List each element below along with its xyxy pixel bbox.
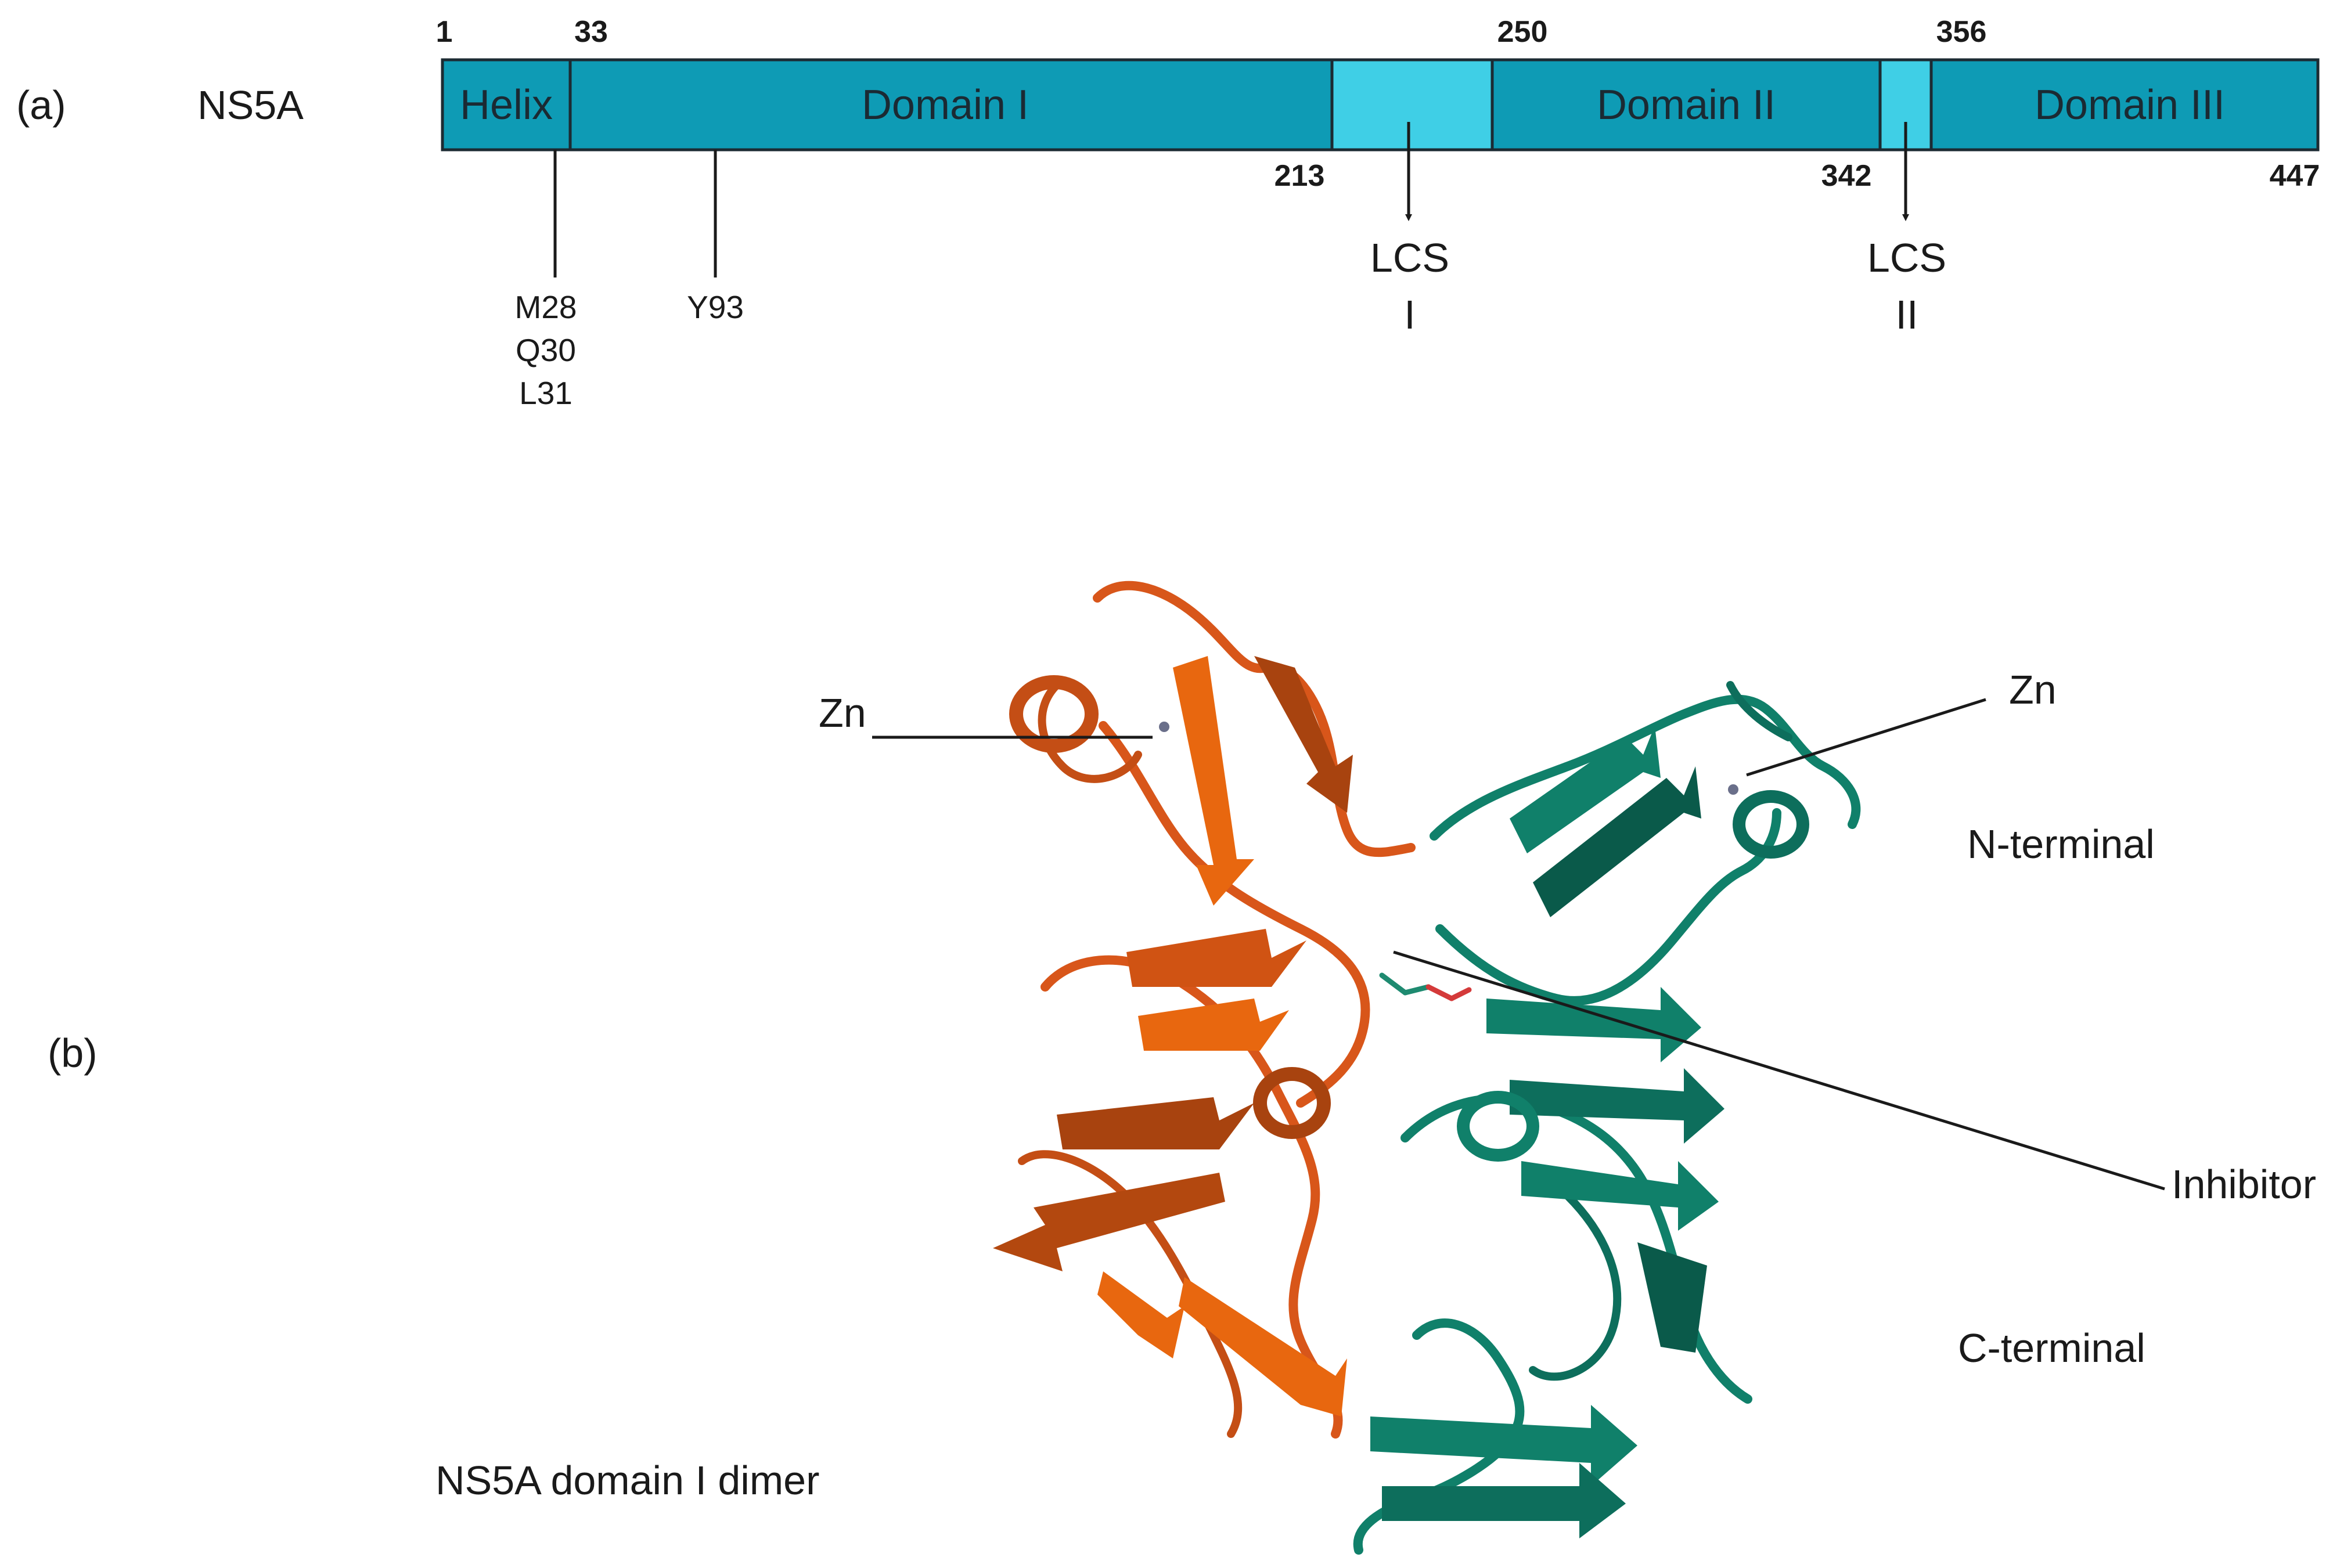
chain-b-strand-3 xyxy=(1486,987,1701,1062)
panel-b: (b) NS5A domain I dimer xyxy=(48,581,2316,1555)
chain-b-helix-1 xyxy=(1733,790,1809,859)
mutation-m28: M28 xyxy=(515,289,577,325)
chain-a-strand-3 xyxy=(1126,929,1306,987)
lcs-1-numeral: I xyxy=(1404,292,1415,337)
segment-domain-2 xyxy=(1490,58,1882,152)
inhibitor-molecule xyxy=(1379,972,1472,1001)
chain-b-strand-8 xyxy=(1637,1242,1707,1353)
mutation-y93: Y93 xyxy=(687,289,744,325)
mutation-q30: Q30 xyxy=(516,332,576,368)
n-terminal-label: N-terminal xyxy=(1967,821,2155,867)
zinc-atom-right xyxy=(1728,784,1738,795)
c-terminal-label: C-terminal xyxy=(1958,1325,2145,1371)
chain-a-strand-6 xyxy=(993,1173,1225,1271)
segment-label-domain-2: Domain II xyxy=(1597,82,1776,128)
position-bottom-342: 342 xyxy=(1821,159,1872,193)
segment-domain-3 xyxy=(1929,58,2320,152)
chain-a-helix-2 xyxy=(1253,1067,1331,1139)
chain-b-strand-1 xyxy=(1510,726,1661,853)
chain-b-coil-5 xyxy=(1529,1192,1622,1381)
panel-a: (a) NS5A Helix Domain I Domain II Domain… xyxy=(16,15,2320,411)
panel-a-label: (a) xyxy=(16,82,66,128)
position-top-1: 1 xyxy=(436,15,453,49)
chain-b-coil-1 xyxy=(1430,694,1861,841)
chain-a-strand-5 xyxy=(1057,1097,1254,1149)
lcs-2-label: LCS xyxy=(1867,235,1946,280)
chain-b-strands xyxy=(1370,726,1809,1538)
protein-name: NS5A xyxy=(197,82,304,128)
segment-label-domain-3: Domain III xyxy=(2035,82,2225,128)
chain-b-coil-3 xyxy=(1400,1094,1752,1404)
segment-helix xyxy=(441,58,572,152)
position-top-250: 250 xyxy=(1497,15,1548,49)
chain-a-coil-1 xyxy=(1093,581,1416,857)
lcs-2-numeral: II xyxy=(1896,292,1918,337)
chain-b-coil-2 xyxy=(1435,808,1781,1005)
chain-a-strand-7 xyxy=(1097,1271,1184,1358)
chain-a-strand-4 xyxy=(1138,999,1289,1051)
position-bottom-447: 447 xyxy=(2270,159,2320,193)
segment-domain-1 xyxy=(568,58,1334,152)
chain-a-strand-2 xyxy=(1254,656,1353,813)
chain-a-strand-1 xyxy=(1173,656,1254,906)
zn-right-label: Zn xyxy=(2009,667,2057,712)
mutation-l31: L31 xyxy=(519,375,573,411)
segment-label-helix: Helix xyxy=(460,82,553,128)
zn-left-label: Zn xyxy=(819,690,866,736)
zinc-atom-left xyxy=(1159,722,1169,732)
position-bottom-213: 213 xyxy=(1274,159,1325,193)
chain-a-strand-8 xyxy=(1179,1277,1347,1416)
chain-b-helix-2 xyxy=(1457,1091,1539,1162)
lcs-1-label: LCS xyxy=(1370,235,1449,280)
chain-a-helix-1 xyxy=(1009,675,1099,753)
position-top-356: 356 xyxy=(1936,15,1987,49)
inhibitor-label: Inhibitor xyxy=(2172,1162,2316,1207)
chain-b-strand-6 xyxy=(1370,1405,1637,1486)
chain-a-coil-5 xyxy=(1038,681,1142,783)
chain-a-strands xyxy=(993,656,1353,1416)
chain-b-strand-4 xyxy=(1510,1068,1724,1144)
chain-b-strand-7 xyxy=(1382,1463,1626,1538)
chain-b-coil-6 xyxy=(1726,681,1792,741)
position-top-33: 33 xyxy=(574,15,608,49)
chain-a-coil-2 xyxy=(1099,721,1370,1108)
segment-lcs-1 xyxy=(1330,58,1494,152)
chain-b-strand-2 xyxy=(1533,766,1701,917)
panel-b-label: (b) xyxy=(48,1030,98,1076)
structure-caption: NS5A domain I dimer xyxy=(435,1458,819,1503)
segment-label-domain-1: Domain I xyxy=(862,82,1029,128)
domain-bar: Helix Domain I Domain II Domain III xyxy=(441,58,2320,152)
chain-a-coil-4 xyxy=(1018,1150,1243,1438)
zn-right-leader xyxy=(1746,698,1986,777)
inhibitor-leader xyxy=(1393,950,2165,1191)
chain-b-strand-5 xyxy=(1521,1161,1719,1231)
